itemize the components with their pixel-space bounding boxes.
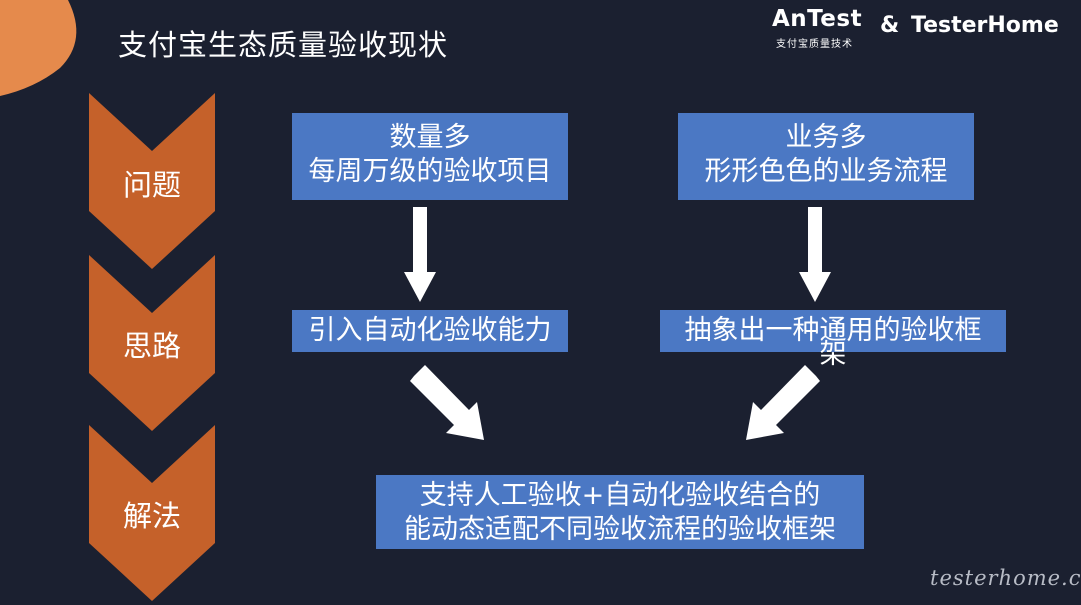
box-idea-framework: 抽象出一种通用的验收框 架: [660, 310, 1006, 370]
page-title: 支付宝生态质量验收现状: [118, 28, 449, 62]
box-problem-quantity: 数量多 每周万级的验收项目: [292, 113, 568, 200]
box-solution-line2: 能动态适配不同验收流程的验收框架: [404, 514, 836, 545]
box-solution-line1: 支持人工验收+自动化验收结合的: [419, 480, 821, 511]
stage-label-idea: 思路: [122, 329, 181, 363]
box-idea-automation-line1: 引入自动化验收能力: [308, 315, 552, 346]
box-problem-quantity-line1: 数量多: [389, 122, 471, 153]
stage-label-problem: 问题: [122, 168, 181, 202]
box-idea-framework-line2: 架: [819, 339, 847, 370]
arrow-down-right: [799, 207, 831, 302]
box-problem-quantity-line2: 每周万级的验收项目: [308, 156, 552, 187]
stage-label-solution: 解法: [122, 499, 181, 533]
arrow-diag-left: [410, 365, 484, 440]
chevron-idea: [89, 255, 215, 431]
logo-antest-text: AnTest: [772, 6, 863, 32]
box-idea-automation: 引入自动化验收能力: [292, 310, 568, 352]
box-idea-framework-line1: 抽象出一种通用的验收框: [684, 315, 982, 346]
arrow-down-left: [404, 207, 436, 302]
box-solution: 支持人工验收+自动化验收结合的 能动态适配不同验收流程的验收框架: [376, 475, 864, 549]
corner-accent-shape: [0, 0, 77, 96]
chevron-problem: [89, 93, 215, 269]
chevron-solution: [89, 425, 215, 601]
box-problem-business: 业务多 形形色色的业务流程: [678, 113, 974, 200]
logo-antest-subtitle: 支付宝质量技术: [776, 39, 853, 50]
logo-ampersand: &: [880, 13, 900, 38]
box-problem-business-line2: 形形色色的业务流程: [704, 156, 948, 187]
watermark: testerhome.com: [930, 566, 1081, 590]
logo-testerhome: TesterHome: [911, 13, 1059, 38]
arrow-diag-right: [746, 365, 820, 440]
box-problem-business-line1: 业务多: [785, 122, 867, 153]
